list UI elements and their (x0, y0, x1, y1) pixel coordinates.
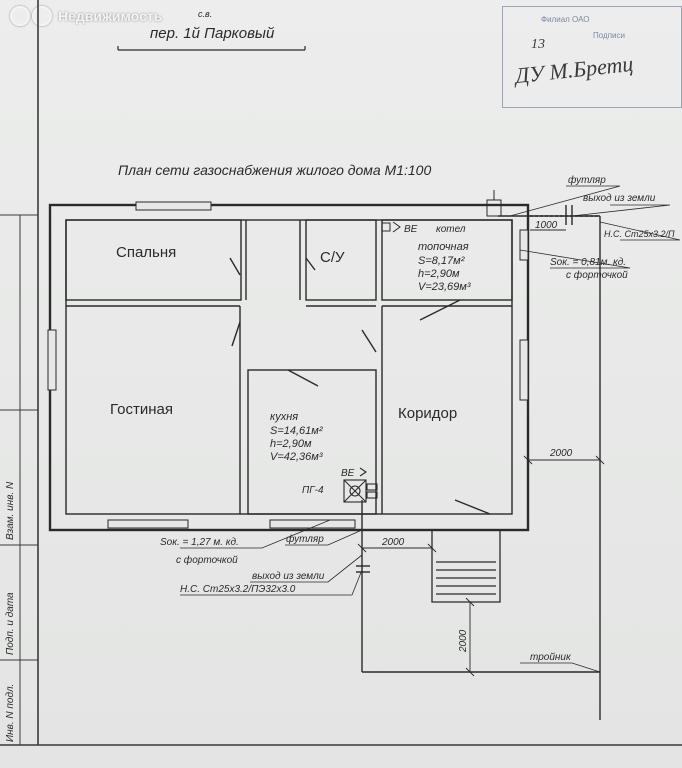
gas-pipe-network (356, 205, 601, 720)
side-label-inv: Инв. N подл. (5, 684, 16, 742)
kitchen-volume: V=42,36м³ (270, 451, 323, 463)
boiler-symbol (381, 190, 502, 233)
street-label: пер. 1й Парковый (150, 25, 275, 42)
stamp-line1: Филиал ОАО (541, 15, 590, 24)
annot-dim-1000: 1000 (535, 220, 558, 231)
boiler-device: котел (436, 224, 466, 235)
dimension-lines (357, 229, 605, 677)
leader-lines (180, 185, 681, 673)
stamp-signature: ДУ М.Бретц (513, 50, 635, 89)
watermark-text: Недвижимость (58, 8, 163, 24)
annot-tee: тройник (530, 652, 572, 663)
annot-dim-2000-bottom: 2000 (381, 537, 405, 548)
annot-sok-bottom-sub: с форточкой (176, 554, 238, 566)
side-label-sign: Подп. и дата (5, 592, 16, 655)
kitchen-name: кухня (270, 411, 298, 423)
stove-symbol (343, 467, 378, 503)
room-bathroom: С/У (320, 249, 345, 266)
kitchen-stove: ПГ-4 (302, 485, 324, 496)
annot-exit-bottom: выход из земли (252, 571, 325, 582)
annot-dim-2000-right: 2000 (549, 448, 573, 459)
street-block (117, 46, 306, 51)
annot-sok-bottom: Sок. = 1,27 м. кд. (160, 537, 239, 548)
annot-sok-right: Sок. = 0,81м. кд. (550, 257, 626, 268)
porch-stairs (431, 530, 501, 603)
stamp-line2: Подписи (593, 31, 625, 40)
approval-stamp: Филиал ОАО Подписи 13 ДУ М.Бретц (502, 6, 682, 108)
kitchen-ve: ВЕ (341, 468, 355, 479)
room-living: Гостиная (110, 401, 173, 418)
room-walls (65, 219, 513, 515)
annot-dim-2000-vertical: 2000 (458, 629, 469, 653)
stamp-date: 13 (531, 37, 545, 52)
boiler-ve: ВЕ (404, 224, 418, 235)
room-corridor: Коридор (398, 405, 457, 422)
boiler-room-name: топочная (418, 241, 469, 253)
watermark-logo-icon (10, 6, 52, 26)
annot-case-bottom: футляр (286, 533, 324, 545)
plan-title: План сети газоснабжения жилого дома М1:1… (118, 162, 431, 178)
boiler-room-area: S=8,17м² (418, 255, 465, 267)
boiler-room-volume: V=23,69м³ (418, 281, 471, 293)
watermark: Недвижимость (10, 6, 162, 26)
annot-exit-top: выход из земли (583, 193, 656, 204)
annot-pipe-bottom: Н.С. Ст25х3.2/ПЭ32х3.0 (180, 584, 296, 595)
kitchen-height: h=2,90м (270, 438, 312, 450)
side-label-replace: Взам. инв. N (5, 481, 16, 540)
annot-pipe-top: Н.С. Ст25х3.2/П (604, 229, 675, 239)
annot-sok-right-sub: с форточкой (566, 269, 628, 281)
kitchen-area: S=14,61м² (270, 425, 323, 437)
sheet-frame (0, 0, 682, 746)
top-mark: с.в. (198, 9, 212, 19)
annot-case-top: футляр (568, 174, 606, 186)
room-bedroom: Спальня (116, 244, 176, 261)
boiler-room-height: h=2,90м (418, 268, 460, 280)
windows (47, 201, 529, 529)
